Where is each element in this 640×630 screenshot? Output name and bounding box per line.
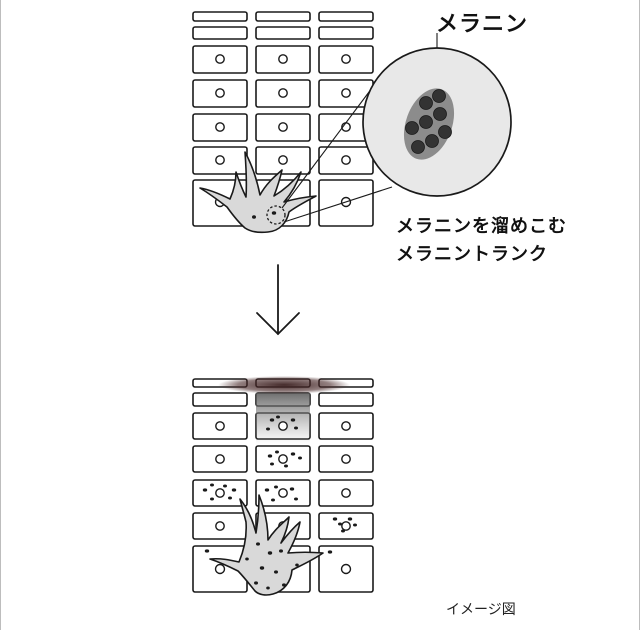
skin-cell xyxy=(255,26,311,40)
melanin-label: メラニン xyxy=(436,12,529,37)
nucleus xyxy=(278,88,288,98)
surface-pigment xyxy=(218,376,350,394)
skin-cell xyxy=(255,11,311,22)
nucleus xyxy=(341,488,351,498)
melanin-trunk-zoom xyxy=(362,47,512,197)
nucleus xyxy=(215,421,225,431)
skin-cell xyxy=(192,26,248,40)
nucleus xyxy=(278,54,288,64)
melanin-trunk-label-line1: メラニンを溜めこむ xyxy=(396,216,567,237)
melanocyte-before xyxy=(199,151,317,234)
nucleus xyxy=(278,155,288,165)
down-arrow-icon xyxy=(256,264,300,336)
nucleus xyxy=(341,421,351,431)
left-border xyxy=(0,0,1,630)
pigment-column xyxy=(256,393,310,445)
skin-cell xyxy=(192,392,248,407)
melanin-granules xyxy=(405,89,452,154)
melanocyte-after xyxy=(209,494,324,596)
skin-cell xyxy=(318,11,374,22)
nucleus xyxy=(278,122,288,132)
nucleus xyxy=(215,155,225,165)
melanin-spot xyxy=(271,211,277,215)
skin-cell xyxy=(318,26,374,40)
nucleus xyxy=(278,488,288,498)
nucleus xyxy=(278,421,288,431)
melanin-trunk-label-line2: メラニントランク xyxy=(396,244,548,265)
nucleus xyxy=(215,521,225,531)
nucleus xyxy=(341,88,351,98)
nucleus xyxy=(341,54,351,64)
skin-cell xyxy=(318,392,374,407)
nucleus xyxy=(215,454,225,464)
nucleus xyxy=(215,488,225,498)
nucleus xyxy=(215,88,225,98)
nucleus xyxy=(278,454,288,464)
skin-cell xyxy=(192,11,248,22)
top-skin-cell-grid xyxy=(192,11,374,227)
nucleus xyxy=(215,122,225,132)
image-caption: イメージ図 xyxy=(446,602,516,618)
melanin-trunk-highlight xyxy=(266,205,286,225)
distributed-melanin xyxy=(202,415,357,554)
nucleus xyxy=(340,563,352,575)
melanin-spot xyxy=(252,215,256,219)
nucleus xyxy=(341,521,351,531)
nucleus xyxy=(215,54,225,64)
melanocyte-melanin-spots xyxy=(245,542,299,590)
nucleus xyxy=(341,155,351,165)
nucleus xyxy=(214,563,226,575)
nucleus xyxy=(341,454,351,464)
